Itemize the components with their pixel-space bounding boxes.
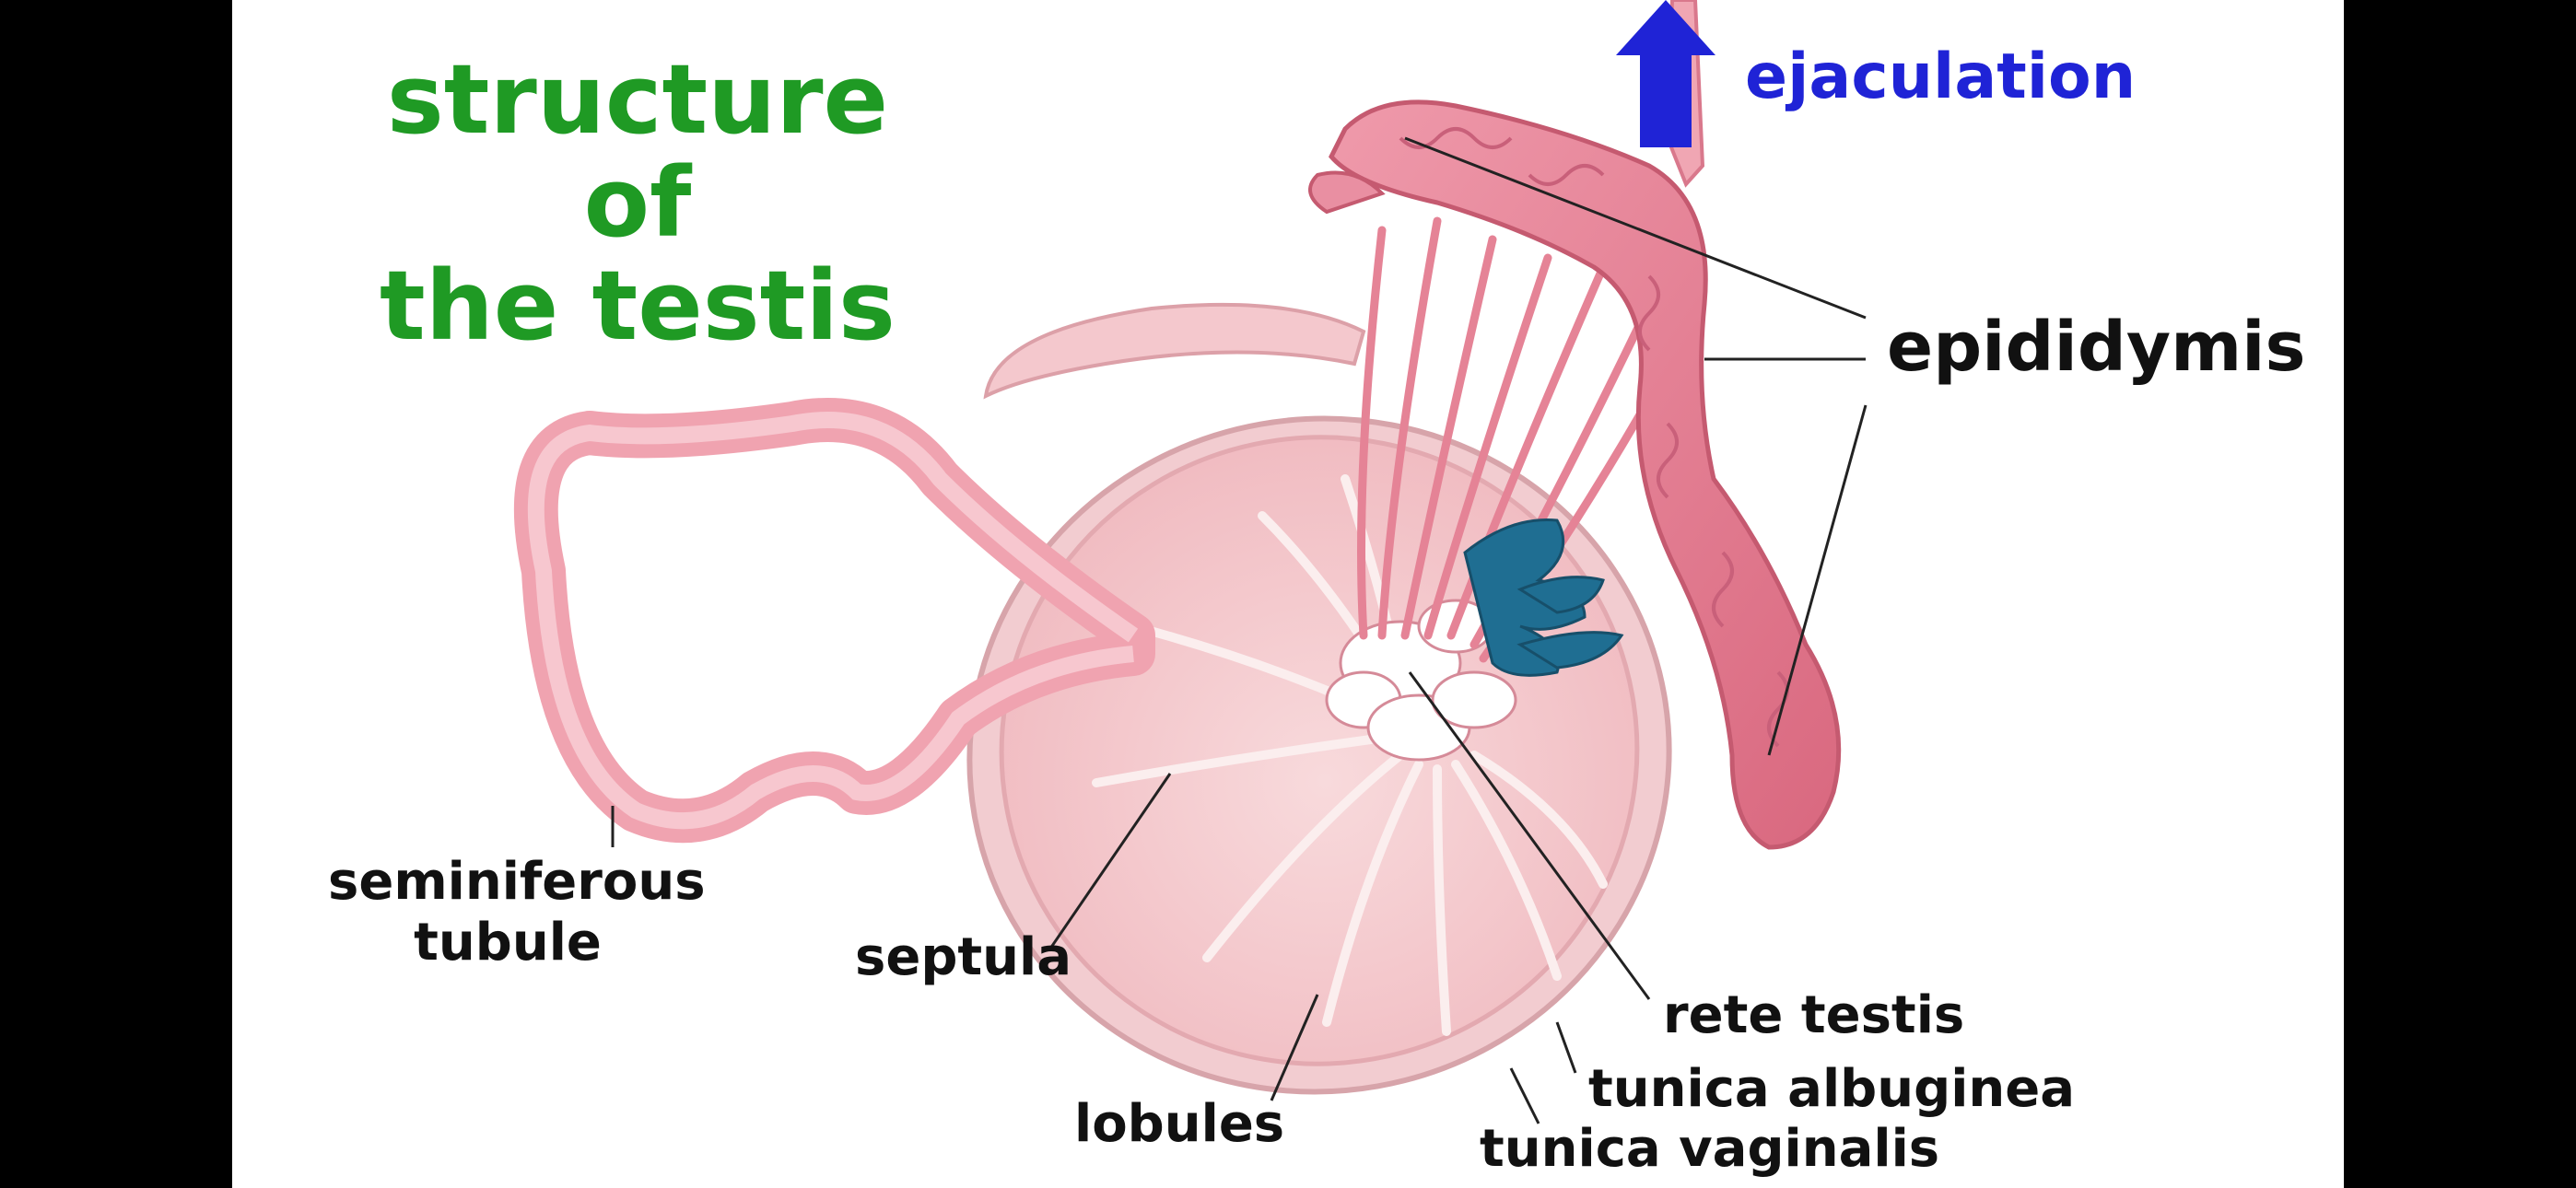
efferent-ductules xyxy=(1357,216,1681,663)
blue-ducts xyxy=(1463,518,1624,677)
ejaculation-arrow xyxy=(1616,0,1715,147)
label-seminiferous-tubule: seminiferous tubule xyxy=(328,852,706,973)
title-text: structure of the testis xyxy=(380,43,896,362)
label-septula: septula xyxy=(855,927,1072,987)
epididymis xyxy=(1329,99,1842,850)
label-tunica-albuginea: tunica albuginea xyxy=(1588,1059,2076,1119)
label-tunica-vaginalis: tunica vaginalis xyxy=(1480,1119,1940,1179)
label-lobules: lobules xyxy=(1074,1094,1285,1154)
diagram-title: structure of the testis xyxy=(334,48,942,357)
ejaculation-label: ejaculation xyxy=(1745,41,2137,113)
label-rete-testis: rete testis xyxy=(1663,985,1965,1045)
label-epididymis: epididymis xyxy=(1887,308,2306,387)
leader-lines xyxy=(611,136,1868,1124)
epididymis-texture xyxy=(1399,127,1789,748)
testis-top-lip xyxy=(983,302,1366,400)
rete-testis xyxy=(1325,599,1517,762)
